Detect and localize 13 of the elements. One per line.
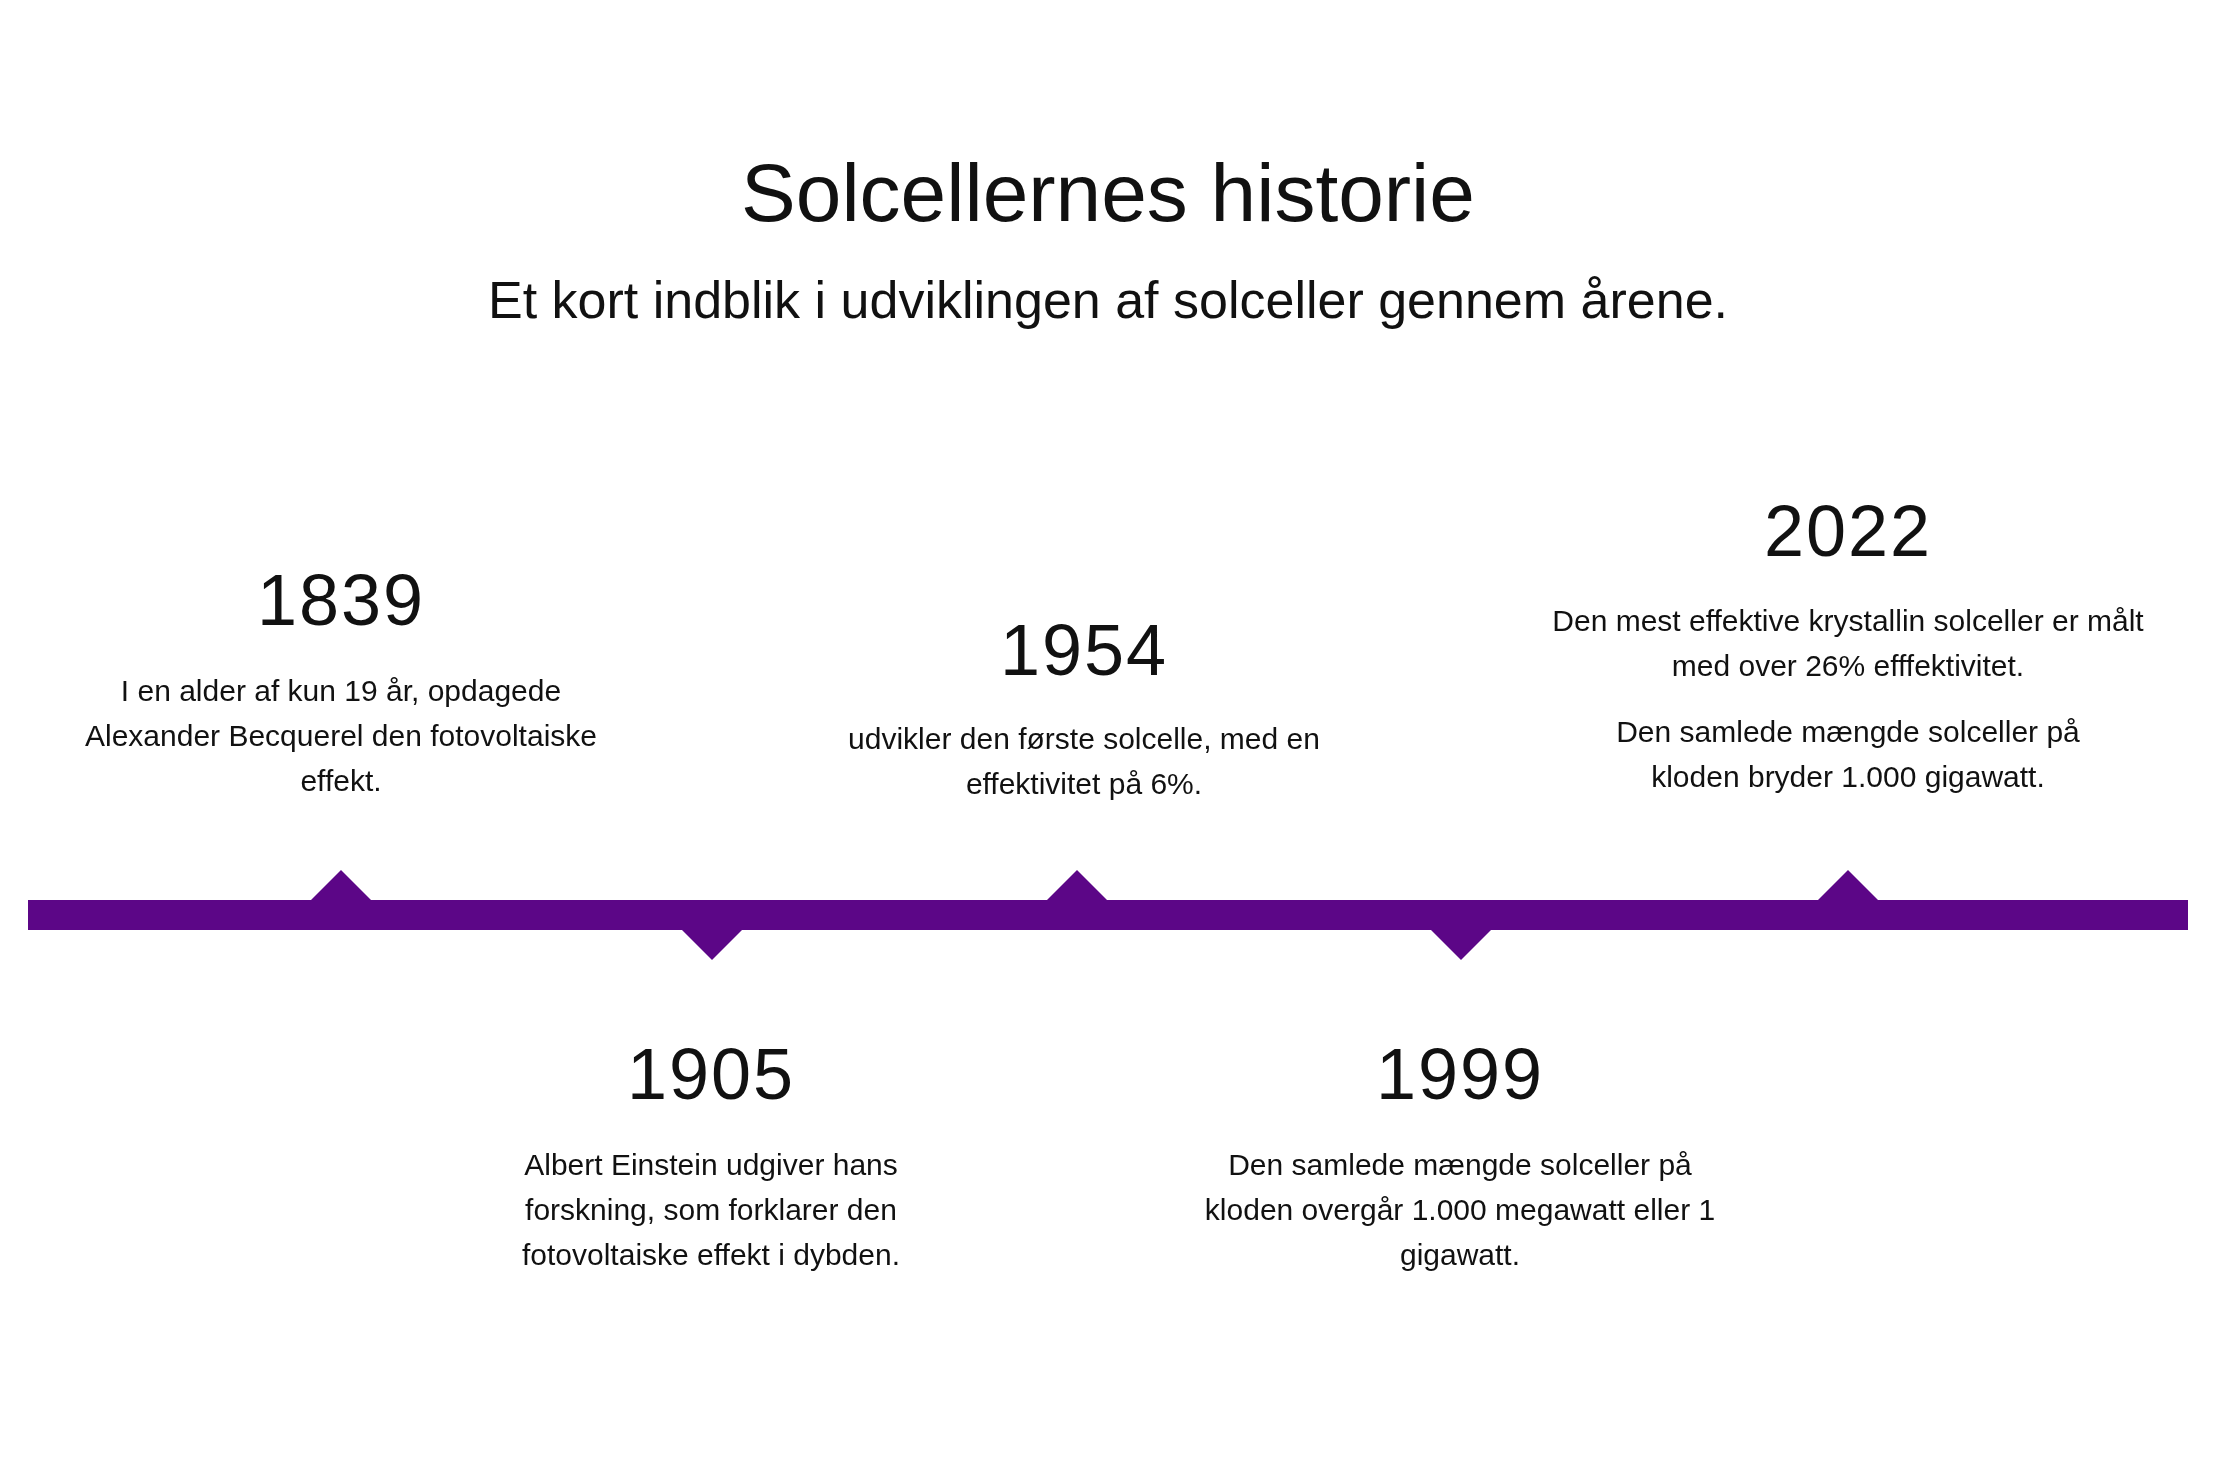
year-label: 1905 <box>626 1034 796 1114</box>
description-text: I en alder af kun 19 år, opdagede Alexander Becquerel den fotovoltaiske effekt. <box>84 673 598 799</box>
year-label: 1999 <box>1375 1034 1545 1114</box>
description-text: Den mest effektive krystallin solceller er målt med over 26% efffektivitet. <box>1551 603 2145 684</box>
description-text: Den samlede mængde solceller på kloden overgår 1.000 megawatt eller 1 gigawatt. <box>1203 1147 1717 1273</box>
description-text: Den samlede mængde solceller på kloden bryder 1.000 gigawatt. <box>1615 714 2081 795</box>
title: Solcellernes historie <box>741 146 1475 240</box>
subtitle: Et kort indblik i udviklingen af solceller gennem årene. <box>488 270 1728 331</box>
description-text: Albert Einstein udgiver hans forskning, som forklarer den fotovoltaiske effekt i dybden. <box>521 1147 901 1273</box>
year-label: 1839 <box>256 560 426 640</box>
description-text: udvikler den første solcelle, med en effektivitet på 6%. <box>847 721 1321 802</box>
year-label: 2022 <box>1763 491 1933 571</box>
year-label: 1954 <box>999 610 1169 690</box>
